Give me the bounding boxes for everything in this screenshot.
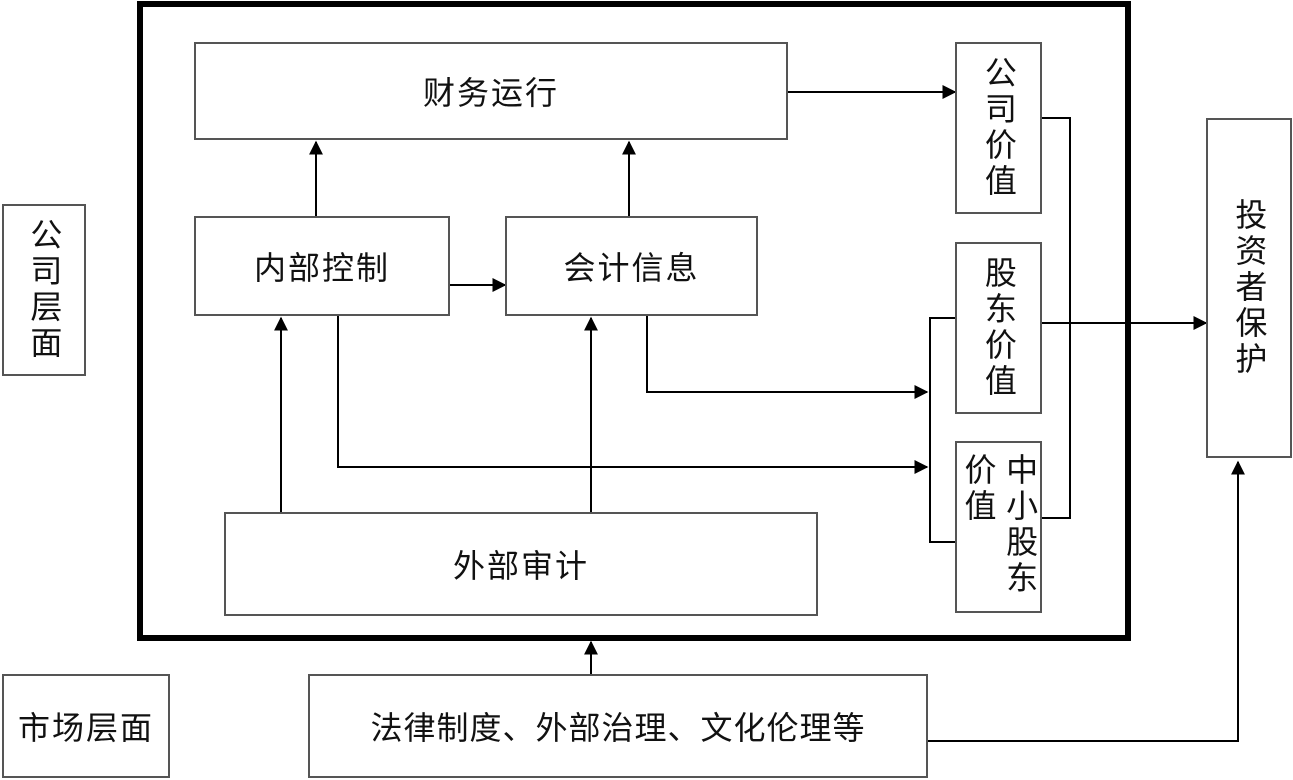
internal-control-box: 内部控制	[194, 216, 450, 316]
accounting-info-label: 会计信息	[563, 249, 700, 287]
investor-protection-label: 投资者保护	[1230, 198, 1269, 378]
arrow-legal-to-investor	[928, 460, 1245, 742]
investor-protection-box: 投资者保护	[1206, 118, 1292, 458]
shareholder-value-label: 股东价值	[979, 256, 1018, 400]
left-bracket	[929, 317, 957, 543]
minority-value-label: 中小股东价值	[959, 453, 1040, 597]
external-audit-label: 外部审计	[452, 547, 589, 585]
minority-value-box: 中小股东价值	[955, 441, 1042, 613]
company-level-frame	[137, 1, 1131, 641]
legal-system-label: 法律制度、外部治理、文化伦理等	[370, 709, 866, 747]
shareholder-value-box: 股东价值	[955, 242, 1042, 414]
company-level-label: 公司层面	[25, 218, 64, 362]
legal-system-box: 法律制度、外部治理、文化伦理等	[308, 674, 928, 778]
financial-operation-label: 财务运行	[422, 74, 559, 112]
arrow-accounting-to-shareholders	[646, 316, 929, 399]
financial-operation-box: 财务运行	[194, 42, 788, 140]
external-audit-box: 外部审计	[224, 512, 818, 616]
company-level-box: 公司层面	[2, 204, 86, 376]
market-level-box: 市场层面	[2, 674, 170, 778]
right-bracket	[1042, 117, 1071, 519]
internal-control-label: 内部控制	[253, 249, 390, 287]
company-value-box: 公司价值	[955, 42, 1042, 214]
market-level-label: 市场层面	[17, 709, 154, 747]
arrow-internal-to-minority	[337, 316, 929, 474]
accounting-info-box: 会计信息	[505, 216, 758, 316]
company-value-label: 公司价值	[979, 56, 1018, 200]
